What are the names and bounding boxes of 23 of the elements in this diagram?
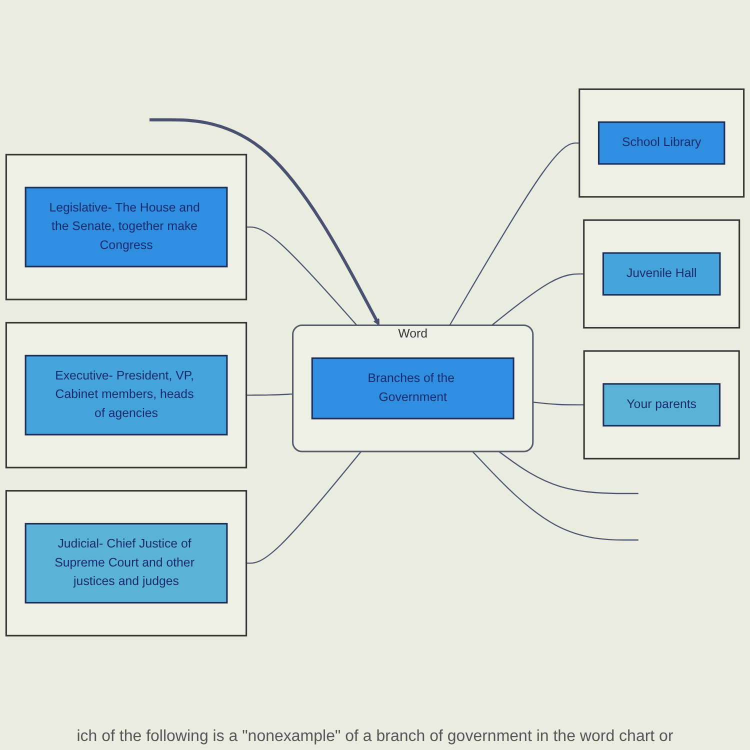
cluster [583,218,740,328]
node-box: Legislative- The House and the Senate, together make Congress [24,186,228,267]
connector [532,401,584,405]
cluster [583,350,740,460]
cluster [578,88,745,198]
node-box: Executive- President, VP, Cabinet members, heads of agencies [24,354,228,435]
node-box: Judicial- Chief Justice of Supreme Court and other justices and judges [24,522,228,604]
cluster [5,322,248,468]
connector [246,226,358,326]
connector [472,450,638,540]
connector [246,393,293,396]
node-box: Juvenile Hall [602,252,721,296]
cluster [5,153,248,300]
node-box: School Library [598,120,726,164]
node-box: Branches of the Government [311,356,514,419]
connector [492,272,584,326]
node-box: Your parents [602,382,720,426]
arrow [150,118,380,326]
connector [498,450,638,494]
connector [246,450,362,564]
question-text: ich of the following is a "nonexample" of a branch of government in the word chart or [76,727,674,747]
cluster [5,490,248,636]
connector [449,142,580,326]
